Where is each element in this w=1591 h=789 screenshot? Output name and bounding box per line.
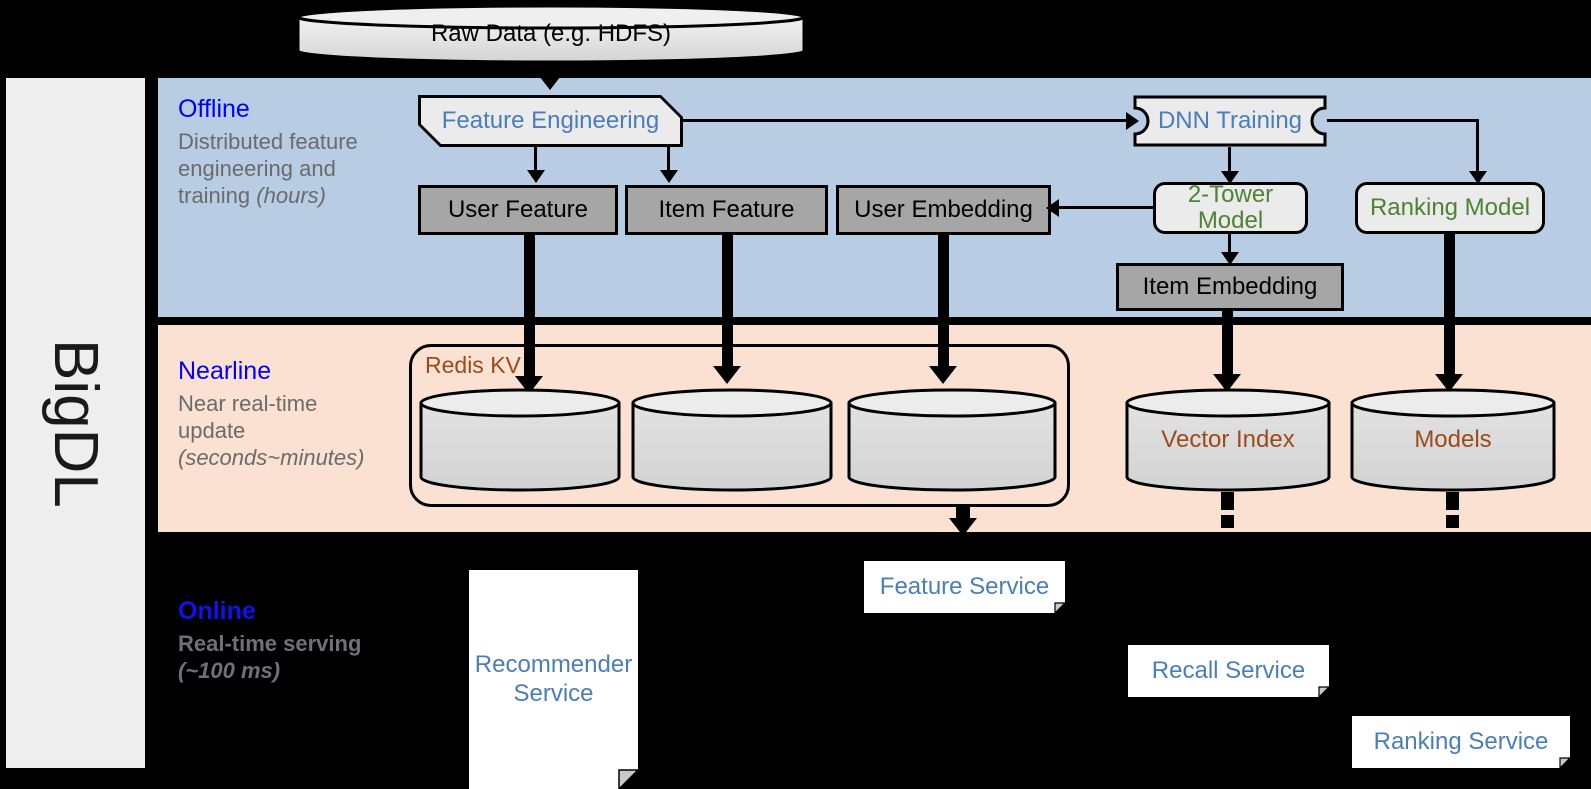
pipe-itemfeature-redis xyxy=(722,235,733,375)
ranking-model-label: Ranking Model xyxy=(1369,193,1531,221)
feature-engineering-label-wrap: Feature Engineering xyxy=(421,98,680,144)
connector-fe-userfeature xyxy=(534,147,537,174)
recommender-service-label: Recommender Service xyxy=(474,650,633,707)
connector-models-ranking-b xyxy=(1446,515,1459,528)
arrowhead-dnn-2tower xyxy=(1221,171,1239,184)
ranking-model-box[interactable]: Ranking Model xyxy=(1355,182,1545,234)
two-tower-model-label: 2-Tower Model xyxy=(1187,180,1274,234)
arrowhead-fe-userfeature xyxy=(527,170,545,183)
user-embedding-box[interactable]: User Embedding xyxy=(836,185,1051,235)
models-label: Models xyxy=(1414,426,1492,453)
connector-redis-featureservice xyxy=(956,505,970,521)
recommender-service-box[interactable]: Recommender Service xyxy=(469,570,638,789)
item-feature-label: Item Feature xyxy=(658,195,795,223)
connector-2tower-itemembedding xyxy=(1228,234,1231,258)
feature-service-box[interactable]: Feature Service xyxy=(864,561,1065,613)
models-cylinder[interactable]: Models xyxy=(1349,388,1557,492)
connector-dnn-ranking-v xyxy=(1476,119,1479,175)
offline-caption: Offline Distributed feature engineering … xyxy=(178,96,378,210)
bigdl-label: BigDL xyxy=(41,338,110,508)
redis-kv-label: Redis KV xyxy=(425,352,521,378)
offline-desc: Distributed feature engineering and trai… xyxy=(178,129,358,208)
bigdl-sidebar: BigDL xyxy=(6,78,145,768)
pipe-itemembedding-vectorindex xyxy=(1222,311,1233,383)
connector-fe-dnn xyxy=(683,119,1128,122)
arrowhead-fe-itemfeature xyxy=(660,170,678,183)
connector-models-ranking-a xyxy=(1446,492,1459,510)
connector-vectorindex-recall-a xyxy=(1221,492,1234,510)
arrowhead-fe-dnn xyxy=(1126,112,1139,130)
feature-service-label: Feature Service xyxy=(879,572,1050,600)
online-title: Online xyxy=(178,597,256,625)
online-caption: Online Real-time serving (~100 ms) xyxy=(178,598,378,685)
nearline-title: Nearline xyxy=(178,357,272,385)
offline-title: Offline xyxy=(178,95,250,123)
feature-engineering-box[interactable]: Feature Engineering xyxy=(418,95,683,147)
pipe-userfeature-redis xyxy=(524,235,535,385)
connector-dnn-2tower xyxy=(1228,147,1231,175)
redis-cylinder-user-embedding[interactable] xyxy=(846,388,1058,492)
raw-data-label: Raw Data (e.g. HDFS) xyxy=(430,20,672,47)
redis-cylinder-user-feature[interactable] xyxy=(418,388,622,492)
nearline-desc: Near real-time update (seconds~minutes) xyxy=(178,391,365,470)
online-desc: Real-time serving (~100 ms) xyxy=(178,631,362,684)
pipe-rankingmodel-models xyxy=(1444,234,1455,384)
arrowhead-dnn-ranking xyxy=(1469,171,1487,184)
redis-kv-container xyxy=(409,344,1070,507)
user-embedding-label: User Embedding xyxy=(854,195,1033,223)
connector-2tower-userembedding xyxy=(1057,206,1155,209)
nearline-caption: Nearline Near real-time update (seconds~… xyxy=(178,358,378,472)
two-tower-model-box[interactable]: 2-Tower Model xyxy=(1153,180,1308,234)
user-feature-label: User Feature xyxy=(447,195,589,223)
arrowhead-redis-featureservice xyxy=(949,518,977,536)
dnn-training-label: DNN Training xyxy=(1157,107,1303,134)
arrowhead-2tower-userembedding xyxy=(1046,199,1059,217)
vector-index-label: Vector Index xyxy=(1161,426,1295,453)
arrowhead-rawdata-fe xyxy=(536,72,564,90)
redis-cylinder-item-feature[interactable] xyxy=(630,388,834,492)
connector-fe-itemfeature xyxy=(667,147,670,174)
connector-vectorindex-recall-b xyxy=(1221,515,1234,528)
vector-index-cylinder[interactable]: Vector Index xyxy=(1124,388,1332,492)
recall-service-box[interactable]: Recall Service xyxy=(1128,645,1329,697)
arrowhead-userembedding-redis xyxy=(929,366,957,384)
pipe-userembedding-redis xyxy=(938,235,949,375)
feature-engineering-label: Feature Engineering xyxy=(441,107,660,134)
arrowhead-rankingmodel-models xyxy=(1435,374,1463,392)
item-feature-box[interactable]: Item Feature xyxy=(625,185,828,235)
ranking-service-label: Ranking Service xyxy=(1373,727,1549,755)
ranking-service-box[interactable]: Ranking Service xyxy=(1352,716,1570,768)
connector-dnn-ranking-h xyxy=(1327,119,1479,122)
item-embedding-label: Item Embedding xyxy=(1142,272,1318,300)
recall-service-label: Recall Service xyxy=(1151,656,1306,684)
raw-data-cylinder: Raw Data (e.g. HDFS) xyxy=(295,4,807,64)
arrowhead-2tower-itemembedding xyxy=(1221,252,1239,265)
dnn-training-box[interactable]: DNN Training xyxy=(1133,95,1327,147)
arrowhead-itemfeature-redis xyxy=(713,366,741,384)
user-feature-box[interactable]: User Feature xyxy=(418,185,618,235)
item-embedding-box[interactable]: Item Embedding xyxy=(1116,263,1344,311)
arrowhead-itemembedding-vectorindex xyxy=(1213,374,1241,392)
